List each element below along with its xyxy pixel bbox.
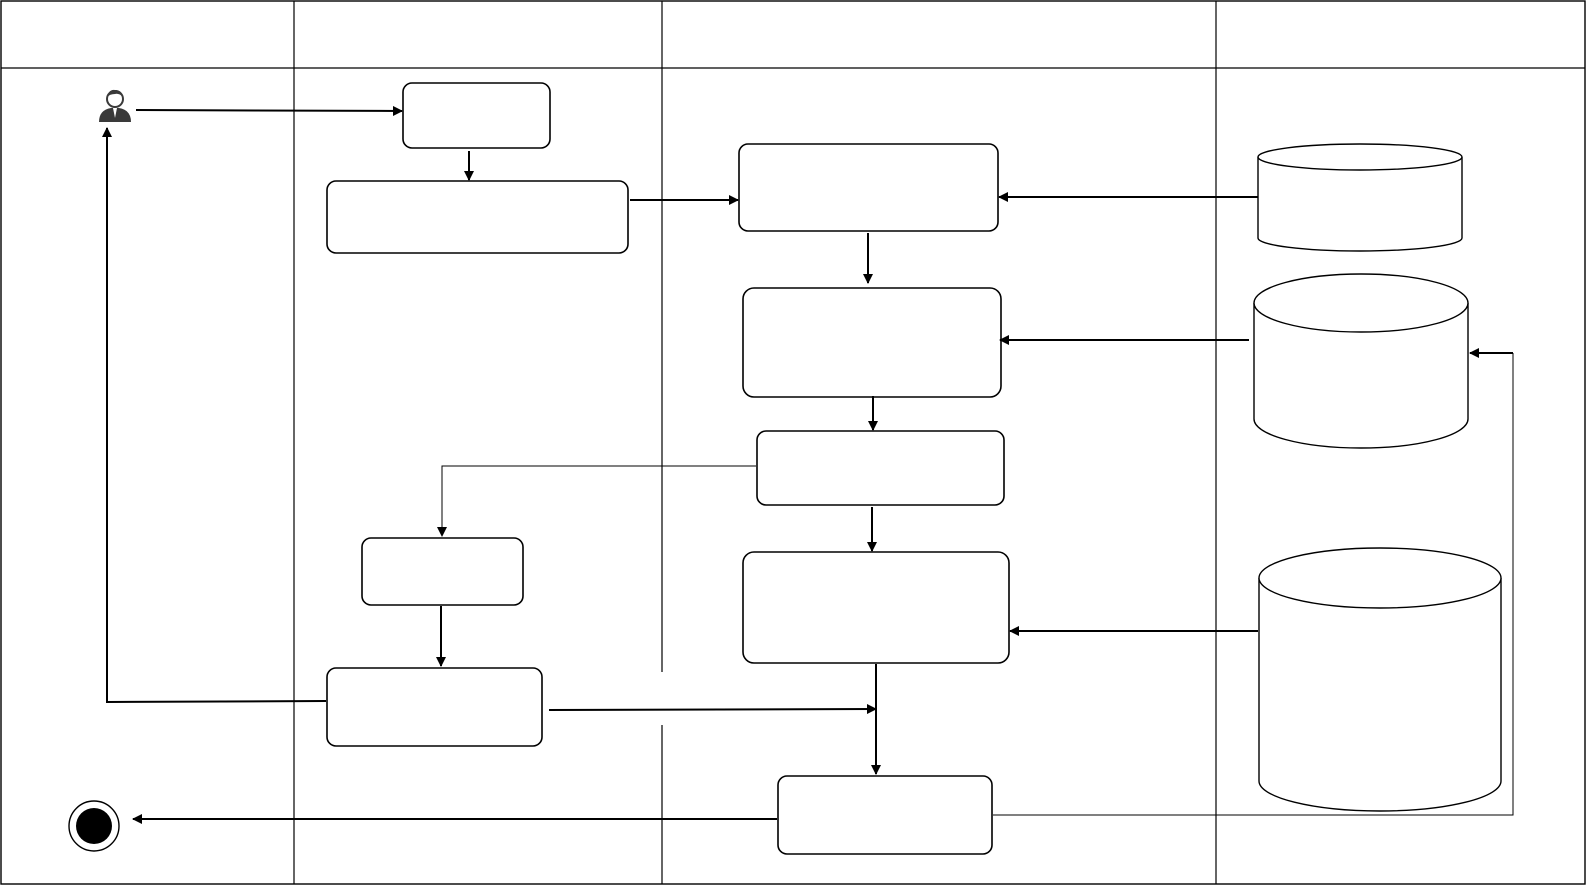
process-box-9 [777,775,993,855]
edge-actor-to-process-1 [135,105,403,116]
datastore-cylinder-2 [1253,273,1469,449]
process-box-3 [738,143,999,232]
edge-process-9-to-datastore-2 [993,353,1514,816]
datastore-cylinder-1 [1257,143,1463,252]
final-node-icon [68,800,120,852]
edge-process-8-to-actor [102,127,327,704]
process-box-6 [361,537,524,606]
user-icon [99,89,131,122]
process-box-5 [756,430,1005,506]
process-box-7 [742,551,1010,664]
process-box-2 [326,180,629,254]
datastore-cylinder-3 [1258,547,1502,812]
edge-process-8-to-process-9 [548,704,877,715]
process-box-1 [402,82,551,149]
process-box-4 [742,287,1002,398]
process-box-8 [326,667,543,747]
edge-process-5-to-process-6 [437,465,756,537]
